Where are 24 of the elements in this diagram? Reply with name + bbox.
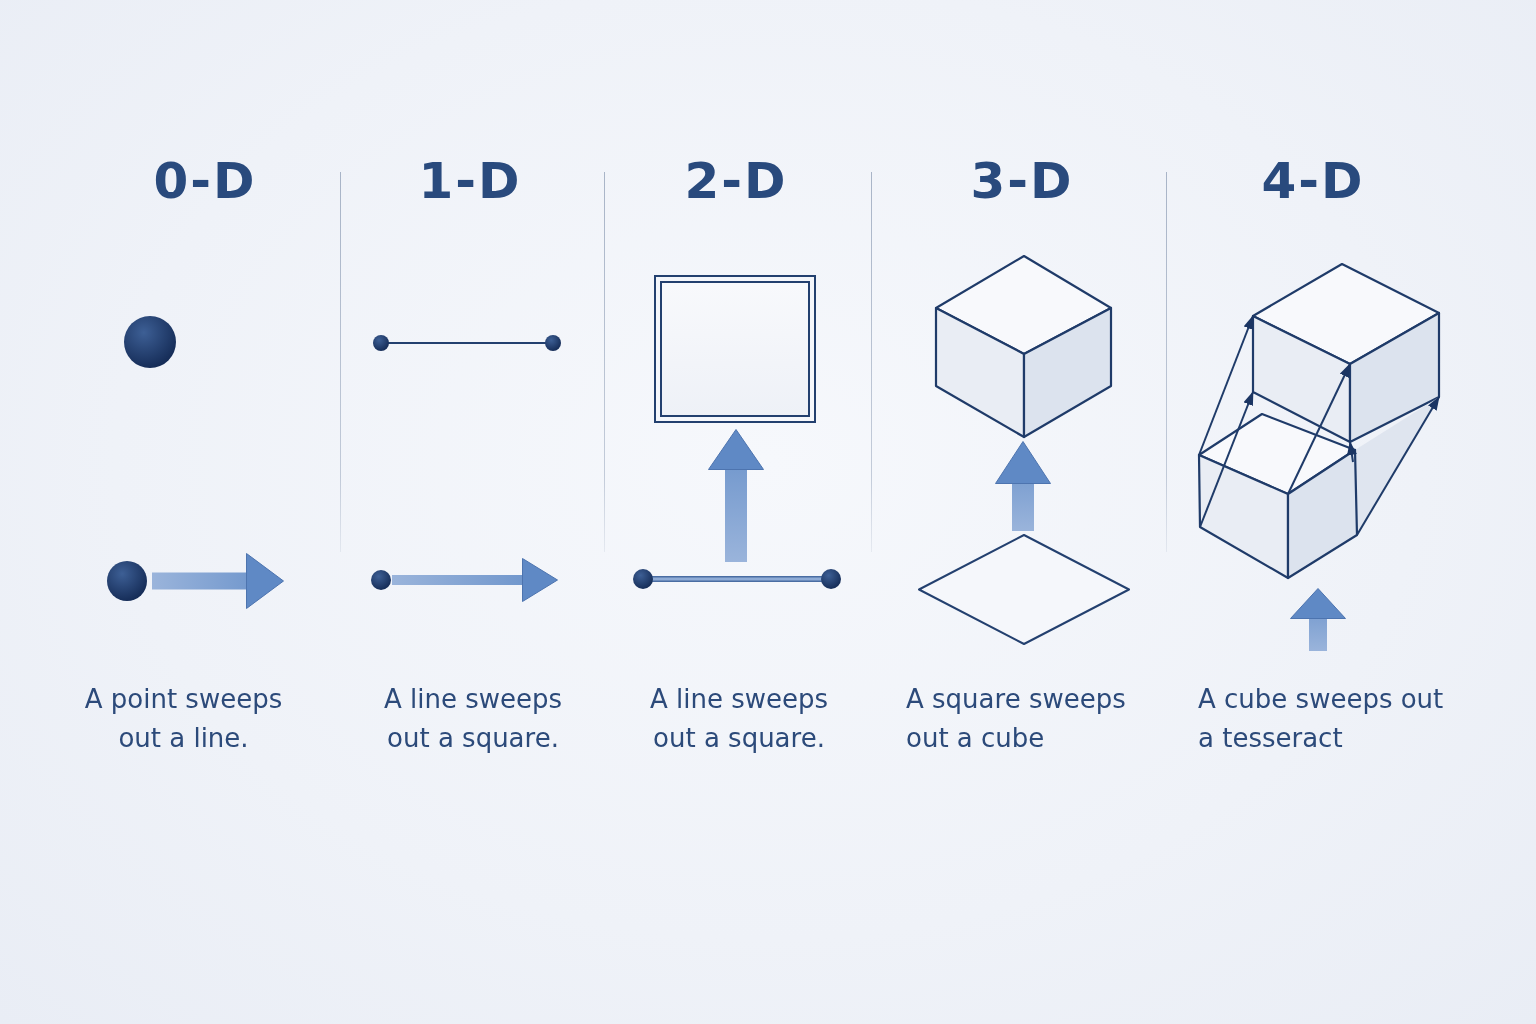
line-segment — [372, 334, 562, 352]
sweep-arrow — [392, 558, 558, 602]
tesseract-drawing — [1196, 261, 1443, 582]
cube-drawing — [934, 254, 1113, 439]
flat-square-drawing — [917, 533, 1131, 646]
dimension-heading: 0-D — [153, 156, 257, 206]
dimension-heading: 4-D — [1261, 156, 1365, 206]
double-outlined-square — [654, 275, 816, 423]
sweep-arrow — [995, 441, 1051, 531]
caption-text: A cube sweeps out a tesseract — [1198, 683, 1445, 755]
sweep-arrow — [1290, 588, 1346, 651]
point-dot — [370, 569, 392, 591]
dimension-heading: 1-D — [418, 156, 522, 206]
line-segment — [632, 568, 842, 590]
sweep-arrow — [708, 429, 764, 562]
point-dot — [106, 560, 148, 602]
caption-text: A square sweeps out a cube — [906, 683, 1127, 755]
caption-text: A line sweeps out a square. — [382, 683, 564, 755]
point-dot — [123, 315, 177, 369]
caption-text: A point sweeps out a line. — [83, 683, 284, 755]
caption-text: A line sweeps out a square. — [648, 683, 830, 755]
sweep-arrow — [152, 553, 284, 609]
dimension-heading: 2-D — [684, 156, 788, 206]
dimension-heading: 3-D — [970, 156, 1074, 206]
